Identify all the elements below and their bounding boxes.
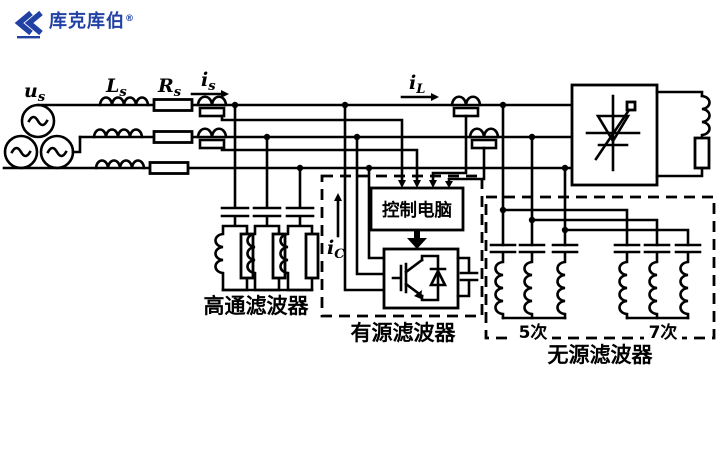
series-resistor-icon	[148, 98, 194, 175]
harmonic-7-label: 7次	[649, 322, 678, 343]
igbt-icon	[391, 254, 448, 302]
current-transformer-icon	[196, 95, 419, 182]
thyristor-icon	[585, 94, 641, 172]
harmonic-5-label: 5次	[519, 322, 548, 343]
load-resistor-icon	[693, 136, 711, 170]
current-arrow	[190, 90, 439, 238]
highpass-filter-branch	[214, 103, 320, 292]
inverter-phase-taps	[343, 103, 386, 292]
component-labels: us Ls Rs is iL iC	[24, 69, 425, 262]
source-voltage-label: us	[24, 80, 46, 105]
passive-filter-feeds	[501, 103, 690, 247]
brand-text: 库克库伯	[49, 11, 125, 32]
active-filter-dashed-box	[320, 174, 484, 318]
load-inductor-icon	[700, 94, 711, 140]
source-inductor-label: Ls	[105, 75, 127, 100]
thyristor-rectifier-box	[570, 83, 659, 187]
dc-capacitor-icon	[456, 256, 479, 298]
double-chevron-k-icon	[14, 10, 43, 39]
brand-logo: 库克库伯®	[12, 10, 135, 40]
inverter-box	[382, 247, 479, 310]
active-filter-label: 有源滤波器	[351, 321, 457, 345]
control-computer-box: 控制电脑	[369, 180, 465, 249]
load-wire	[655, 90, 704, 98]
load-current-label: iL	[409, 72, 425, 97]
brand-name: 库克库伯®	[49, 10, 135, 31]
control-computer-label: 控制电脑	[382, 200, 452, 221]
highpass-filter-label: 高通滤波器	[204, 294, 310, 318]
passive-filter-dashed-box	[484, 195, 716, 340]
source-current-label: is	[201, 69, 216, 94]
passive-filter-label: 无源滤波器	[548, 343, 654, 367]
ac-source-icon	[3, 103, 75, 170]
passive-filter-branch	[489, 243, 702, 320]
section-captions: 高通滤波器 有源滤波器 无源滤波器 5次 7次	[204, 294, 682, 367]
load-branch	[655, 90, 711, 178]
load-return-wire	[655, 166, 704, 178]
series-inductor-icon	[92, 96, 150, 170]
compensation-current-label: iC	[327, 237, 345, 262]
registered-mark: ®	[125, 14, 135, 24]
source-resistor-label: Rs	[157, 75, 182, 100]
phase-bus-lines	[2, 103, 574, 170]
